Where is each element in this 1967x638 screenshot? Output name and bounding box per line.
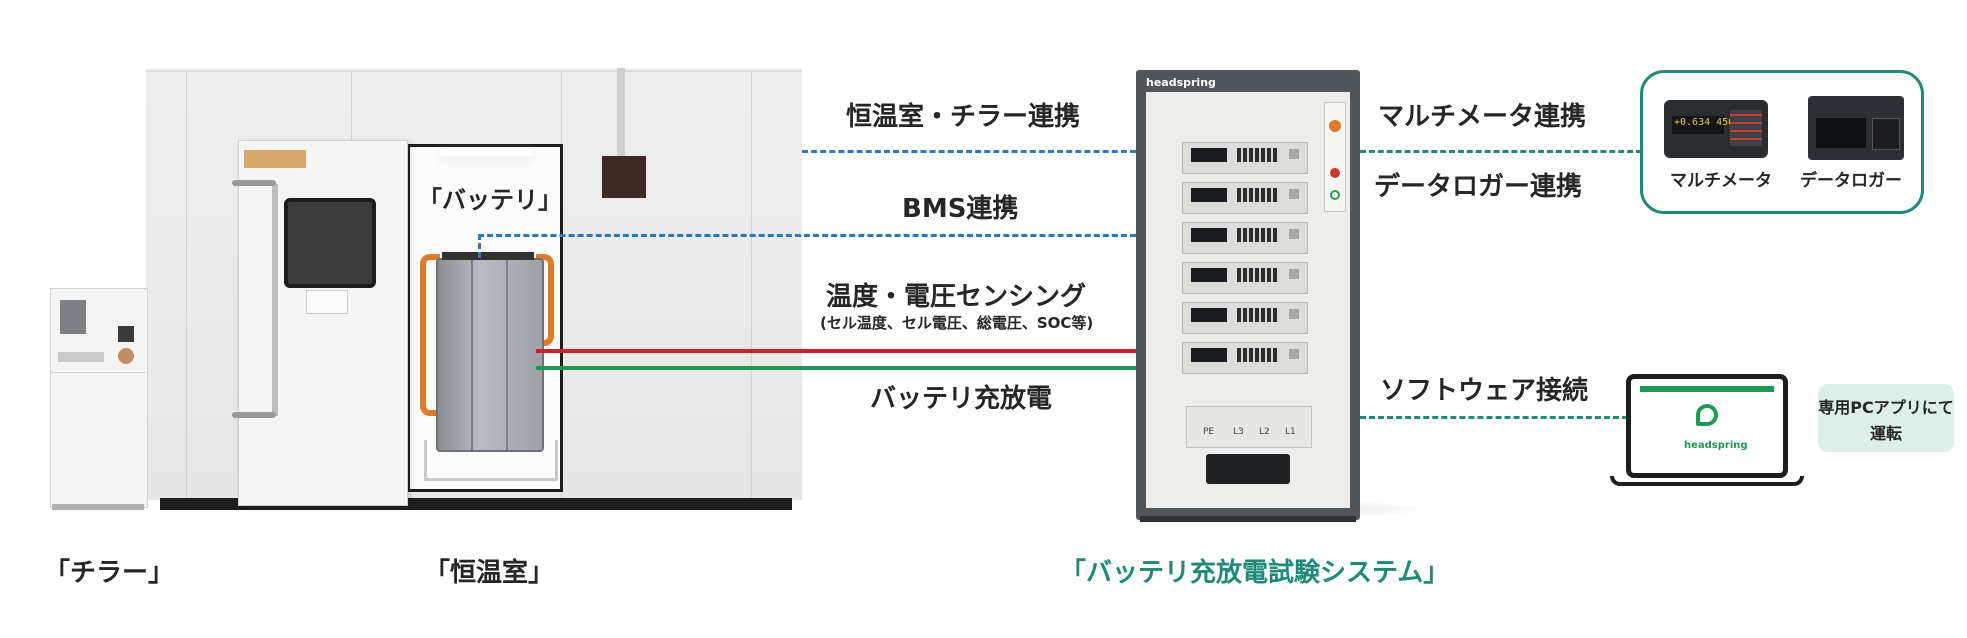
battery-top-cap	[442, 252, 534, 260]
battery-coolant-tube	[536, 254, 554, 346]
alarm-indicator	[1330, 168, 1340, 178]
multimeter-link-label: マルチメータ連携	[1378, 102, 1587, 132]
unit-indicator	[1289, 349, 1299, 359]
chamber-chiller-link-label: 恒温室・チラー連携	[846, 102, 1081, 132]
chamber-door	[238, 140, 408, 506]
power-indicator	[1330, 190, 1340, 200]
chamber-panel-seam	[186, 72, 187, 500]
chiller-knob	[118, 348, 134, 364]
pc-app-note-line1: 専用PCアプリにて	[1818, 398, 1954, 417]
charge-discharge-label: バッテリ充放電	[870, 384, 1053, 414]
unit-screen	[1191, 148, 1227, 162]
door-notice	[306, 290, 348, 314]
software-link-line	[1360, 416, 1628, 419]
bms-link-drop-line	[478, 234, 481, 258]
bms-link-line	[478, 234, 1136, 237]
unit-keypad	[1237, 188, 1279, 202]
power-unit	[1182, 142, 1308, 174]
chiller-switch	[118, 326, 134, 342]
unit-keypad	[1237, 148, 1279, 162]
chamber-caption: 「恒温室」	[424, 558, 555, 588]
battery-pack	[436, 258, 544, 452]
door-sticker	[244, 150, 306, 168]
door-window	[284, 198, 376, 288]
chiller-divider	[50, 372, 146, 373]
headspring-logo-icon	[1696, 404, 1718, 426]
chamber-pipe	[617, 68, 625, 160]
rack-feet	[1140, 516, 1356, 522]
unit-keypad	[1237, 228, 1279, 242]
power-unit	[1182, 302, 1308, 334]
unit-screen	[1191, 308, 1227, 322]
chamber-light	[440, 150, 532, 156]
unit-indicator	[1289, 189, 1299, 199]
chiller-feet	[52, 504, 144, 510]
datalogger-module	[1872, 118, 1900, 150]
power-unit	[1182, 222, 1308, 254]
power-unit	[1182, 262, 1308, 294]
chamber-chiller-link-line	[802, 150, 1136, 153]
unit-screen	[1191, 268, 1227, 282]
sensing-label: 温度・電圧センシング	[826, 282, 1087, 312]
charge-discharge-line	[536, 366, 1136, 370]
terminal-label: L3	[1233, 427, 1244, 437]
device-link-line	[1360, 150, 1642, 153]
unit-indicator	[1289, 269, 1299, 279]
software-link-label: ソフトウェア接続	[1380, 376, 1589, 406]
unit-keypad	[1237, 308, 1279, 322]
pc-app-note	[1818, 384, 1954, 452]
laptop-base	[1610, 476, 1804, 486]
datalogger-screen	[1816, 118, 1866, 148]
door-lock-rod	[272, 184, 278, 416]
terminal-label: L2	[1259, 427, 1270, 437]
sensing-detail-label: (セル温度、セル電圧、総電圧、SOC等)	[820, 314, 1094, 332]
unit-screen	[1191, 188, 1227, 202]
app-header-bar	[1640, 386, 1774, 392]
power-unit	[1182, 182, 1308, 214]
laptop-brand: headspring	[1684, 440, 1748, 451]
chiller-vent	[58, 352, 104, 362]
pc-app-note-line2: 運転	[1869, 424, 1902, 443]
multimeter-screen	[1672, 116, 1724, 134]
emergency-stop-button	[1329, 120, 1341, 132]
unit-screen	[1191, 348, 1227, 362]
chamber-wall-box	[602, 156, 646, 198]
battery-cell-divider	[471, 260, 473, 450]
rack-brand: headspring	[1146, 76, 1216, 89]
datalogger-label: データロガー	[1800, 171, 1902, 191]
unit-screen	[1191, 228, 1227, 242]
bms-link-label: BMS連携	[902, 194, 1019, 224]
unit-keypad	[1237, 268, 1279, 282]
datalogger-link-label: データロガー連携	[1374, 172, 1583, 202]
sensing-line	[536, 349, 1136, 353]
battery-stand	[424, 440, 558, 481]
unit-indicator	[1289, 229, 1299, 239]
door-hinge	[232, 412, 276, 418]
multimeter-reading: +0.634 450	[1674, 117, 1735, 128]
rack-drawer	[1206, 454, 1290, 484]
terminal-label: L1	[1285, 427, 1296, 437]
chiller-display	[60, 300, 86, 334]
terminal-label: PE	[1203, 427, 1215, 437]
chamber-panel-seam	[751, 72, 752, 500]
unit-indicator	[1289, 309, 1299, 319]
unit-indicator	[1289, 149, 1299, 159]
system-caption: 「バッテリ充放電試験システム」	[1060, 558, 1450, 588]
battery-cell-divider	[506, 260, 508, 450]
battery-coolant-tube	[420, 254, 440, 416]
battery-label: 「バッテリ」	[418, 186, 562, 214]
unit-keypad	[1237, 348, 1279, 362]
multimeter-terminals	[1730, 110, 1762, 146]
power-unit	[1182, 342, 1308, 374]
chiller-caption: 「チラー」	[44, 558, 175, 588]
terminal-panel: PE L3 L2 L1	[1186, 406, 1312, 448]
door-hinge	[232, 180, 276, 186]
multimeter-label: マルチメータ	[1670, 171, 1772, 191]
